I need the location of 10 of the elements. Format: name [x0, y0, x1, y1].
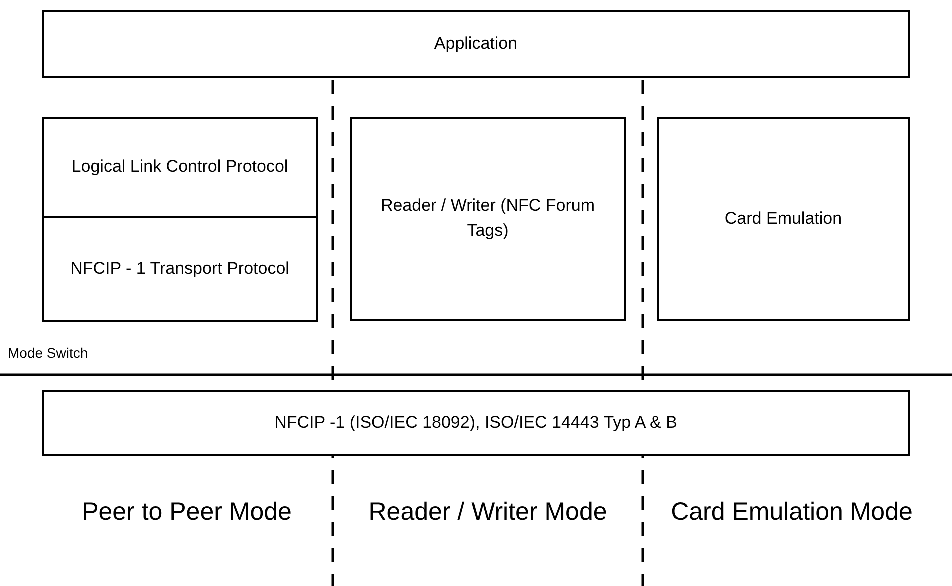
- mode-label: Card Emulation Mode: [670, 497, 914, 528]
- layer-box: NFCIP - 1 Transport Protocol: [42, 216, 318, 322]
- layer-box: Card Emulation: [657, 117, 910, 321]
- layer-box: Reader / Writer (NFC Forum Tags): [350, 117, 626, 321]
- mode-label: Peer to Peer Mode: [81, 497, 293, 528]
- layer-box: Application: [42, 10, 910, 78]
- layer-box: Logical Link Control Protocol: [42, 117, 318, 218]
- layer-box: NFCIP -1 (ISO/IEC 18092), ISO/IEC 14443 Typ A & B: [42, 390, 910, 456]
- mode-label: Reader / Writer Mode: [368, 497, 608, 528]
- line-label: Mode Switch: [8, 345, 88, 361]
